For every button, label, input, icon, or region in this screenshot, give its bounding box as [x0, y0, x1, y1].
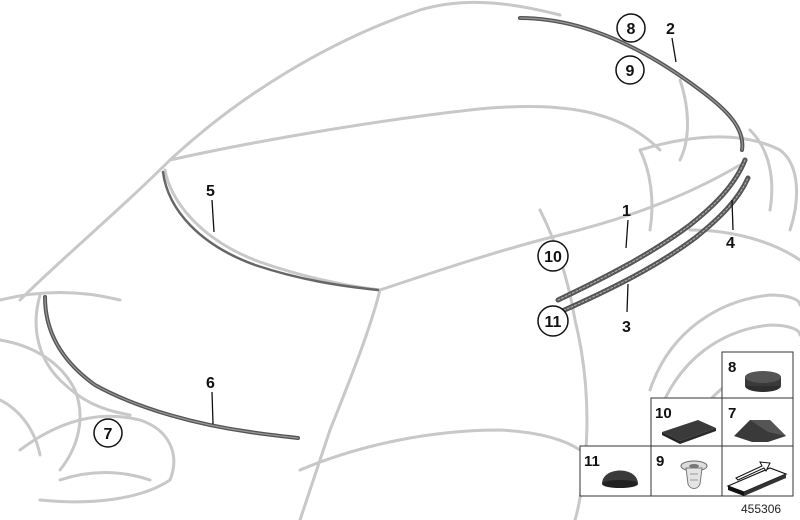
inset-label-7: 7 — [728, 405, 736, 422]
circled-callout-10: 10 — [544, 249, 562, 266]
trim-strips — [43, 16, 751, 440]
callout-1: 1 — [622, 203, 631, 220]
circled-callout-9: 9 — [626, 63, 635, 80]
inset-label-10: 10 — [655, 405, 672, 422]
cap-part-8 — [745, 371, 781, 392]
circled-callout-8: 8 — [627, 21, 636, 38]
wedge-part-7 — [734, 420, 786, 442]
parts-inset: 8 10 7 11 9 — [579, 351, 794, 497]
circled-callout-11: 11 — [545, 314, 562, 331]
pad-part-10 — [662, 420, 716, 444]
circled-callouts: 8 9 10 11 7 — [93, 13, 646, 448]
callout-numbers: 1 2 3 4 5 6 — [206, 21, 735, 392]
callout-4: 4 — [726, 235, 735, 252]
windshield-trim-part-6 — [43, 295, 300, 440]
circled-callout-7: 7 — [104, 426, 113, 443]
callout-6: 6 — [206, 375, 215, 392]
inset-label-11: 11 — [584, 453, 600, 470]
callout-2: 2 — [666, 21, 675, 38]
leader-lines — [211, 37, 734, 425]
dome-part-11 — [602, 470, 638, 488]
clip-part-9 — [680, 460, 708, 489]
callout-5: 5 — [206, 183, 215, 200]
adhesive-arrow-icon — [726, 461, 788, 496]
inset-label-8: 8 — [728, 359, 736, 376]
inset-label-9: 9 — [656, 453, 664, 470]
callout-3: 3 — [622, 319, 631, 336]
reference-number: 455306 — [741, 502, 781, 516]
windshield-seal-part-5 — [161, 170, 380, 292]
